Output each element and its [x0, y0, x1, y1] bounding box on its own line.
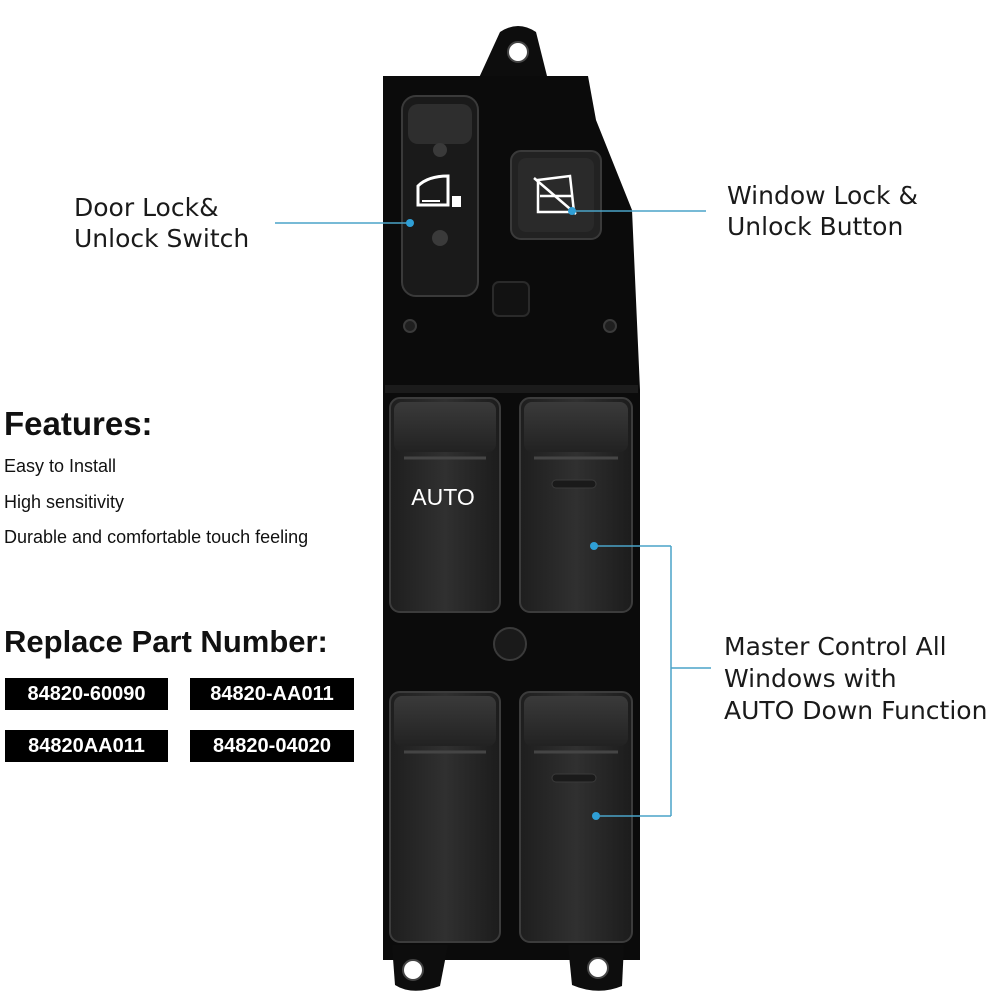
- feature-item: Durable and comfortable touch feeling: [4, 527, 309, 547]
- callout-dots: [406, 207, 600, 820]
- callout-lines: [275, 210, 711, 817]
- callout-text-line: Unlock Switch: [74, 224, 250, 253]
- feature-item: High sensitivity: [4, 491, 125, 512]
- callout-text-line: Door Lock&: [74, 193, 219, 222]
- part-number-tag: 84820-AA011: [190, 678, 354, 710]
- window-button-front-right: [519, 397, 633, 613]
- features-heading: Features:: [4, 405, 153, 442]
- window-button-front-left: AUTO: [389, 397, 501, 613]
- callout-text-line: AUTO Down Function: [724, 696, 988, 725]
- replace-part-heading: Replace Part Number:: [4, 624, 328, 659]
- door-lock-switch: [401, 95, 479, 297]
- part-number-tag: 84820AA011: [5, 730, 168, 762]
- window-lock-callout: Window Lock & Unlock Button: [727, 180, 918, 242]
- features-list: Easy to Install High sensitivity Durable…: [4, 455, 308, 562]
- top-mounting-tab: [478, 26, 548, 80]
- screw-left: [403, 319, 417, 333]
- door-lock-callout: Door Lock& Unlock Switch: [74, 192, 249, 254]
- part-number-tag: 84820-60090: [5, 678, 168, 710]
- callout-text-line: Windows with: [724, 664, 897, 693]
- screw-right: [603, 319, 617, 333]
- master-control-callout: Master Control All Windows with AUTO Dow…: [724, 631, 987, 727]
- window-button-rear-left: [389, 691, 501, 943]
- auto-label: AUTO: [411, 484, 474, 510]
- center-square: [492, 281, 530, 317]
- window-lock-icon: [533, 174, 577, 215]
- window-button-rear-right: [519, 691, 633, 943]
- window-lock-button: [510, 150, 602, 240]
- callout-text-line: Unlock Button: [727, 212, 904, 241]
- bottom-mounting-tab-left: [392, 945, 448, 991]
- feature-item: Easy to Install: [4, 456, 117, 476]
- door-lock-icon: [416, 174, 461, 207]
- callout-text-line: Window Lock &: [727, 181, 918, 210]
- screw-middle: [493, 627, 527, 661]
- part-number-tag: 84820-04020: [190, 730, 354, 762]
- callout-text-line: Master Control All: [724, 632, 947, 661]
- bottom-mounting-tab-right: [568, 945, 624, 991]
